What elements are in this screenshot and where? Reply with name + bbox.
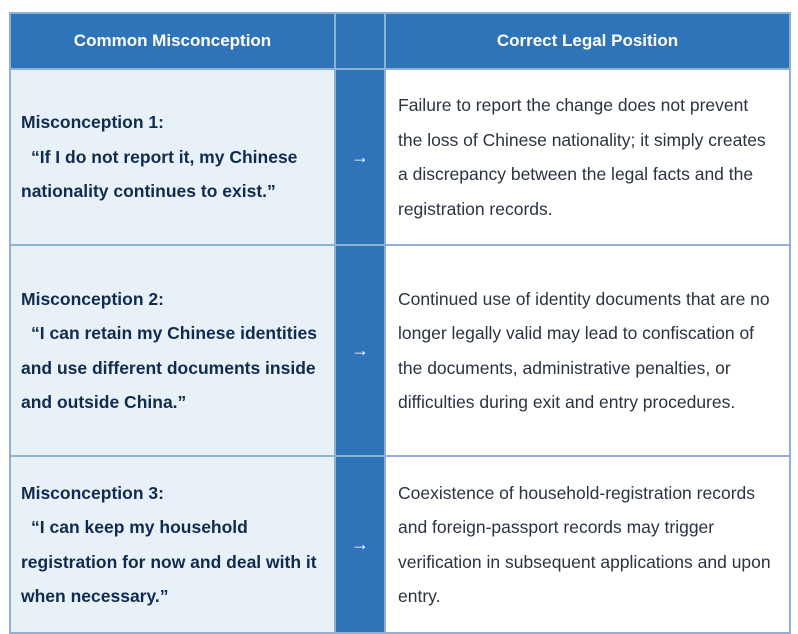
- table-header-row: Common Misconception Correct Legal Posit…: [9, 12, 791, 70]
- arrow-icon: →: [334, 455, 386, 634]
- correct-position-cell: Failure to report the change does not pr…: [384, 68, 791, 246]
- misconception-quote-text: “I can keep my household registration fo…: [21, 517, 317, 606]
- misconception-title: Misconception 1:: [21, 112, 164, 133]
- arrow-icon: →: [334, 244, 386, 457]
- misconception-cell: Misconception 2: “I can retain my Chines…: [9, 244, 336, 457]
- arrow-icon: →: [334, 68, 386, 246]
- misconception-cell: Misconception 1: “If I do not report it,…: [9, 68, 336, 246]
- correct-position-cell: Continued use of identity documents that…: [384, 244, 791, 457]
- table-row: Misconception 3: “I can keep my househol…: [9, 455, 791, 634]
- misconception-quote-text: “If I do not report it, my Chinese natio…: [21, 146, 298, 202]
- misconception-quote: “I can retain my Chinese identities and …: [21, 316, 324, 420]
- table-row: Misconception 2: “I can retain my Chines…: [9, 244, 791, 457]
- correct-position-cell: Coexistence of household-registration re…: [384, 455, 791, 634]
- misconception-quote: “I can keep my household registration fo…: [21, 510, 324, 614]
- header-correct-legal-position: Correct Legal Position: [384, 12, 791, 70]
- misconception-title: Misconception 3:: [21, 482, 164, 503]
- misconception-table: Common Misconception Correct Legal Posit…: [9, 12, 791, 634]
- table-row: Misconception 1: “If I do not report it,…: [9, 68, 791, 246]
- header-common-misconception: Common Misconception: [9, 12, 336, 70]
- misconception-cell: Misconception 3: “I can keep my househol…: [9, 455, 336, 634]
- misconception-title: Misconception 2:: [21, 288, 164, 309]
- misconception-quote: “If I do not report it, my Chinese natio…: [21, 140, 324, 209]
- comparison-table-container: Common Misconception Correct Legal Posit…: [9, 12, 791, 634]
- header-arrow-column: [334, 12, 386, 70]
- misconception-quote-text: “I can retain my Chinese identities and …: [21, 323, 317, 412]
